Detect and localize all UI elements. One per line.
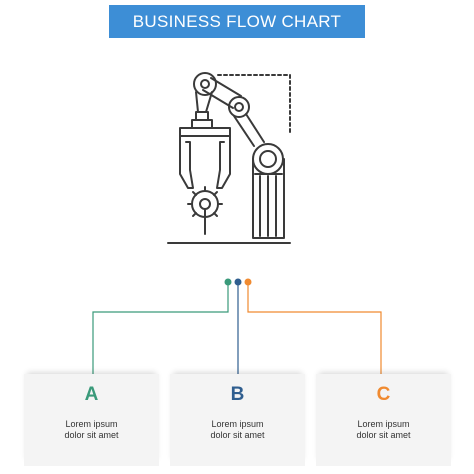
step-card-a: A Lorem ipsum dolor sit amet — [24, 374, 159, 466]
chart-title: BUSINESS FLOW CHART — [132, 11, 342, 31]
connector-a — [92, 283, 229, 376]
title-banner: BUSINESS FLOW CHART — [109, 5, 365, 38]
step-letter-b: B — [230, 384, 245, 405]
dot-a — [224, 278, 232, 286]
step-text-b: Lorem ipsum dolor sit amet — [210, 419, 265, 440]
connector-c — [247, 283, 382, 376]
step-letter-c: C — [376, 384, 391, 405]
step-card-b: B Lorem ipsum dolor sit amet — [170, 374, 305, 466]
robotic-arm-gear-icon — [167, 72, 291, 244]
step-text-a: Lorem ipsum dolor sit amet — [64, 419, 119, 440]
step-text-c: Lorem ipsum dolor sit amet — [356, 419, 411, 440]
step-card-c: C Lorem ipsum dolor sit amet — [316, 374, 451, 466]
dot-c — [244, 278, 252, 286]
dot-b — [234, 278, 242, 286]
step-letter-a: A — [84, 384, 99, 405]
